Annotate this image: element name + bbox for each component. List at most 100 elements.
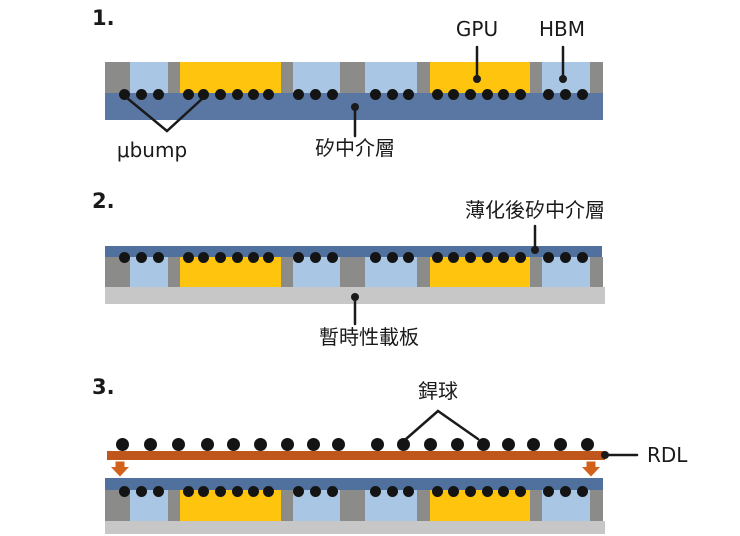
solder-ball bbox=[253, 437, 267, 451]
gpu-chip bbox=[180, 257, 281, 287]
microbump bbox=[402, 88, 414, 100]
microbump bbox=[214, 485, 226, 497]
solder-ball bbox=[423, 437, 437, 451]
spacer-block bbox=[530, 62, 542, 93]
microbump bbox=[182, 252, 194, 263]
microbump bbox=[326, 485, 338, 497]
microbump bbox=[197, 252, 209, 263]
microbump bbox=[326, 88, 338, 100]
spacer-block bbox=[281, 257, 293, 287]
solder-ball bbox=[306, 437, 320, 451]
hbm-chip bbox=[130, 257, 168, 287]
mubump-label: μbump bbox=[116, 138, 188, 162]
microbump bbox=[247, 88, 259, 100]
temporary-carrier-label: 暫時性載板 bbox=[319, 325, 419, 349]
microbump bbox=[152, 88, 164, 100]
microbump bbox=[464, 88, 476, 100]
microbump bbox=[542, 88, 554, 100]
rdl-layer bbox=[107, 451, 605, 460]
solder-ball bbox=[450, 437, 464, 451]
microbump bbox=[326, 252, 338, 263]
solder-ball bbox=[115, 437, 129, 451]
spacer-block bbox=[340, 257, 365, 287]
microbump bbox=[447, 88, 459, 100]
gpu-chip bbox=[180, 62, 281, 93]
microbump bbox=[292, 88, 304, 100]
spacer-block bbox=[590, 490, 603, 521]
microbump bbox=[559, 485, 571, 497]
microbump bbox=[447, 252, 459, 263]
attach-down-arrow bbox=[111, 461, 129, 477]
attach-down-arrow bbox=[582, 461, 600, 477]
microbump bbox=[402, 485, 414, 497]
spacer-block bbox=[281, 62, 293, 93]
spacer-block bbox=[340, 490, 365, 521]
solder-ball-leader bbox=[436, 409, 480, 441]
temporary-carrier-layer bbox=[105, 287, 605, 304]
spacer-block bbox=[168, 490, 180, 521]
thinned-interposer-layer bbox=[105, 478, 603, 490]
microbump bbox=[152, 252, 164, 263]
microbump bbox=[182, 88, 194, 100]
spacer-block bbox=[590, 62, 603, 93]
microbump bbox=[197, 485, 209, 497]
solder-ball bbox=[476, 437, 490, 451]
solder-ball bbox=[526, 437, 540, 451]
microbump bbox=[182, 485, 194, 497]
microbump bbox=[559, 88, 571, 100]
microbump bbox=[431, 485, 443, 497]
microbump bbox=[431, 88, 443, 100]
microbump bbox=[447, 485, 459, 497]
microbump bbox=[118, 252, 130, 263]
microbump bbox=[231, 88, 243, 100]
spacer-block bbox=[530, 257, 542, 287]
microbump bbox=[514, 252, 526, 263]
microbump bbox=[135, 88, 147, 100]
microbump bbox=[431, 252, 443, 263]
solder-ball bbox=[580, 437, 594, 451]
microbump bbox=[497, 485, 509, 497]
microbump bbox=[497, 88, 509, 100]
microbump bbox=[542, 485, 554, 497]
spacer-block bbox=[417, 490, 430, 521]
microbump bbox=[214, 252, 226, 263]
microbump bbox=[386, 88, 398, 100]
solder-ball bbox=[396, 437, 410, 451]
microbump bbox=[369, 485, 381, 497]
silicon-interposer-label: 矽中介層 bbox=[315, 136, 395, 160]
gpu-chip bbox=[430, 62, 530, 93]
hbm-chip bbox=[130, 62, 168, 93]
microbump bbox=[386, 485, 398, 497]
thinned-interposer-layer bbox=[105, 246, 602, 257]
hbm-chip bbox=[293, 62, 340, 93]
microbump bbox=[514, 485, 526, 497]
spacer-block bbox=[590, 257, 603, 287]
microbump bbox=[247, 252, 259, 263]
microbump bbox=[559, 252, 571, 263]
microbump bbox=[135, 485, 147, 497]
microbump bbox=[402, 252, 414, 263]
microbump bbox=[309, 88, 321, 100]
solder-ball bbox=[200, 437, 214, 451]
solder-ball bbox=[226, 437, 240, 451]
microbump bbox=[118, 485, 130, 497]
microbump bbox=[197, 88, 209, 100]
microbump bbox=[386, 252, 398, 263]
solder-ball-label: 銲球 bbox=[418, 379, 458, 403]
spacer-block bbox=[281, 490, 293, 521]
temporary-carrier-layer bbox=[105, 521, 605, 534]
solder-ball bbox=[280, 437, 294, 451]
step-2-number: 2. bbox=[92, 189, 115, 213]
microbump bbox=[481, 485, 493, 497]
rdl-label: RDL bbox=[647, 443, 688, 467]
microbump bbox=[464, 252, 476, 263]
microbump bbox=[369, 88, 381, 100]
microbump bbox=[369, 252, 381, 263]
microbump bbox=[231, 485, 243, 497]
microbump bbox=[262, 88, 274, 100]
gpu-chip bbox=[430, 257, 530, 287]
microbump bbox=[262, 252, 274, 263]
microbump bbox=[231, 252, 243, 263]
thinned-interposer-label: 薄化後矽中介層 bbox=[465, 198, 605, 222]
